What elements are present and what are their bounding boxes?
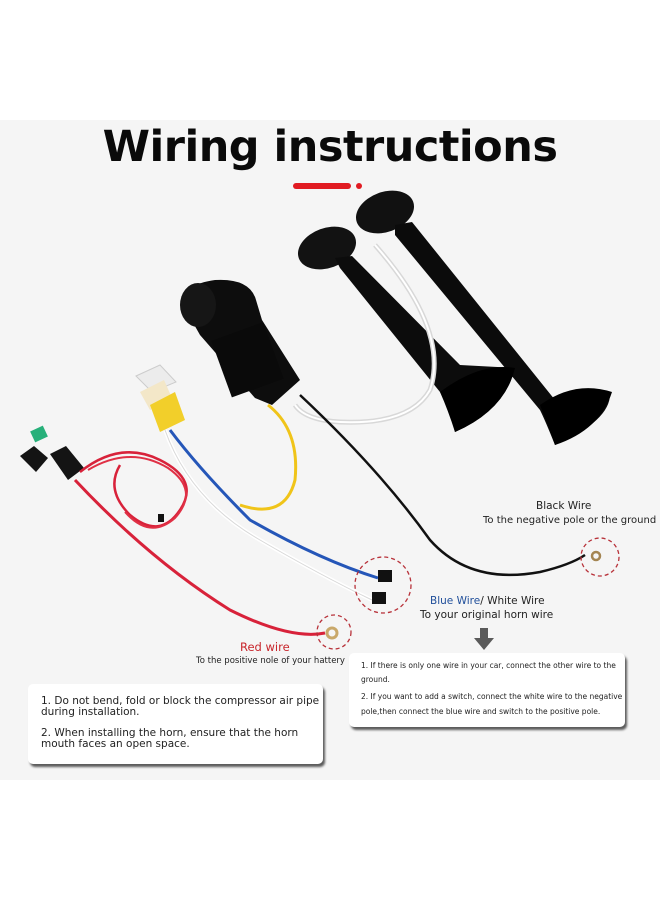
blue-white-wire-description: To your original horn wire (420, 609, 554, 621)
red-wire-description: To the positive nole of your hattery (196, 656, 345, 666)
install-note-1: 1. Do not bend, fold or block the compre… (41, 695, 320, 707)
install-note-2: 2. When installing the horn, ensure that… (41, 727, 299, 739)
fuse-holder-icon (20, 425, 84, 480)
installation-notes-box: 1. Do not bend, fold or block the compre… (28, 684, 323, 764)
white-wire-label: / White Wire (480, 595, 545, 607)
page-title: Wiring instructions (102, 122, 558, 172)
install-note-2-cont: mouth faces an open space. (41, 738, 190, 750)
blue-white-wire-title: Blue Wire/ White Wire (430, 595, 545, 607)
relay-icon (135, 364, 185, 432)
switch-note-2-cont: pole,then connect the blue wire and swit… (361, 707, 601, 716)
switch-note-2: 2. If you want to add a switch, connect … (361, 692, 623, 701)
switch-note-1-cont: ground. (361, 675, 390, 684)
red-ring-terminal-icon (325, 626, 339, 640)
black-wire-description: To the negative pole or the ground (483, 515, 657, 526)
dual-horn-icon (297, 190, 612, 445)
title-dot (356, 183, 362, 189)
red-callout-circle (316, 614, 352, 650)
compressor-icon (180, 279, 300, 405)
black-ring-terminal-icon (590, 550, 602, 562)
red-wire (73, 478, 326, 636)
blue-wire-label: Blue Wire (430, 595, 481, 607)
white-connector-icon (372, 592, 386, 604)
blue-wire (168, 429, 379, 580)
blue-connector-icon (378, 570, 392, 582)
down-arrow-icon (474, 628, 494, 650)
white-wire (163, 429, 373, 602)
black-wire (299, 394, 586, 577)
switch-notes-box: 1. If there is only one wire in your car… (349, 653, 625, 727)
red-wire-title: Red wire (240, 640, 290, 654)
blue-white-callout-circle (354, 556, 412, 614)
title-underline (293, 183, 351, 189)
switch-note-1: 1. If there is only one wire in your car… (361, 661, 616, 670)
black-wire-title: Black Wire (536, 500, 592, 512)
install-note-1-cont: during installation. (41, 706, 140, 718)
black-callout-circle (580, 537, 620, 577)
yellow-wire (239, 403, 298, 511)
